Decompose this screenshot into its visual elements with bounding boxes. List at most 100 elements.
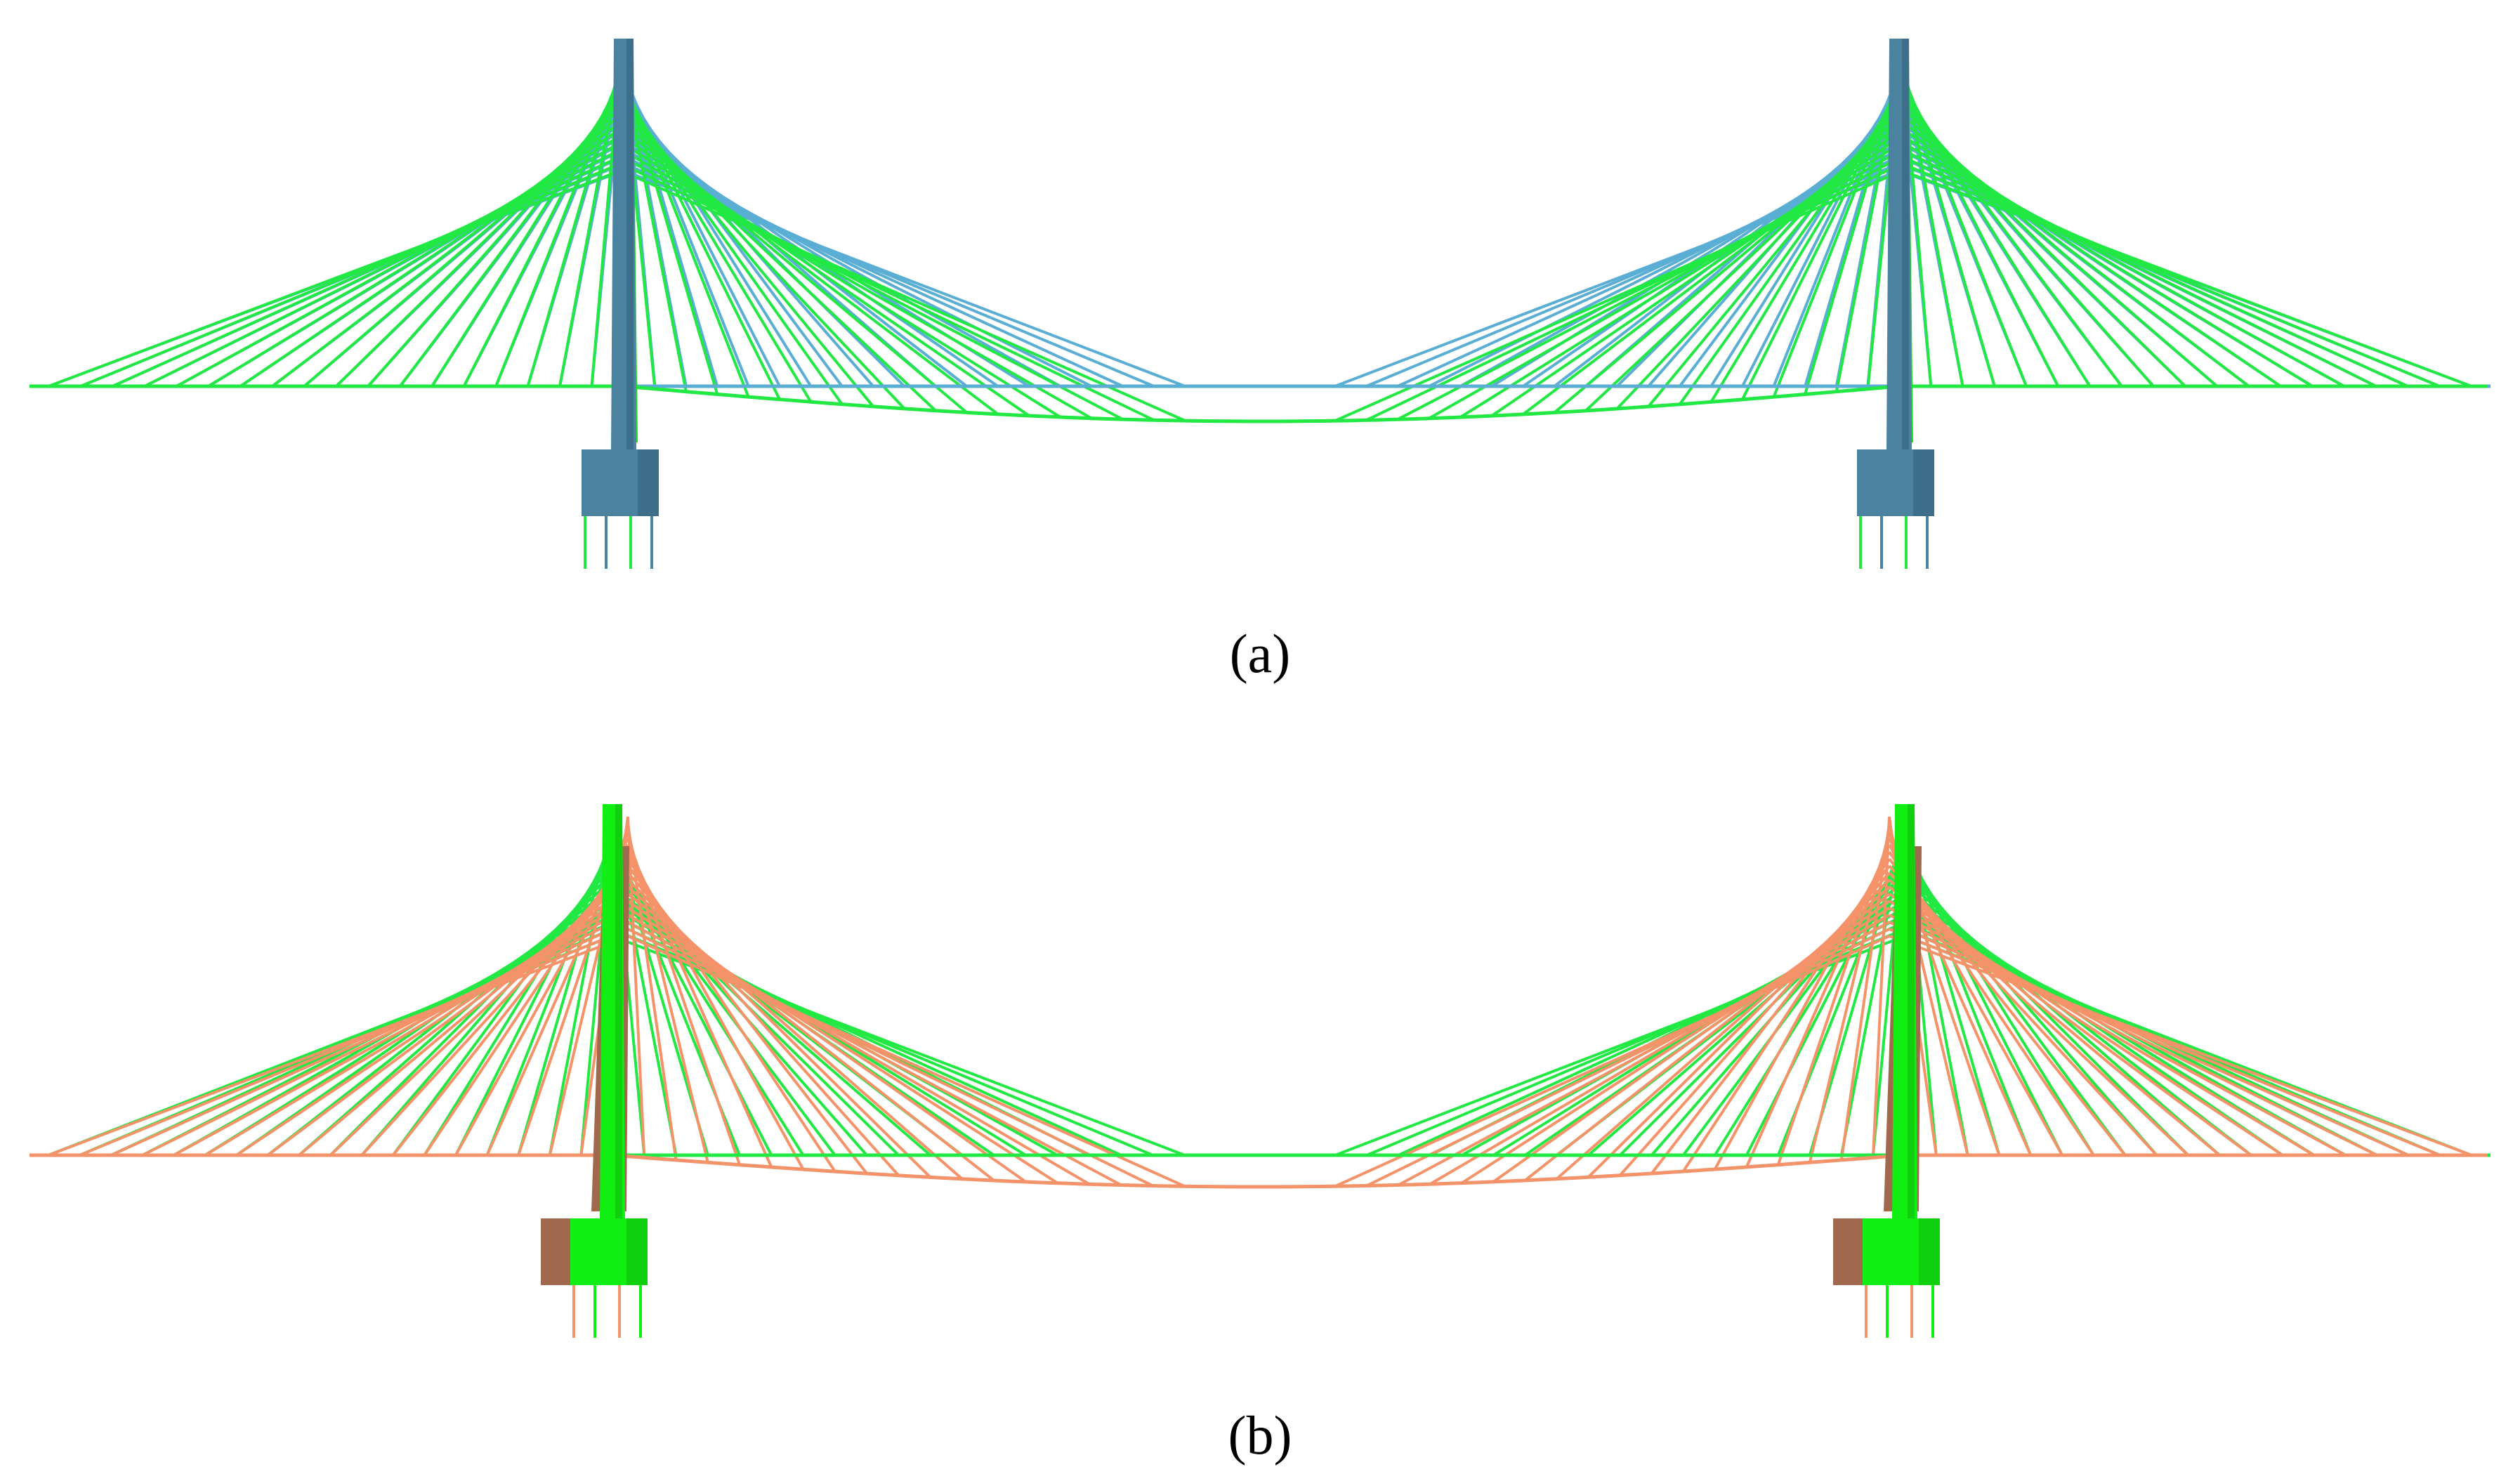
undeformed-right-outer-cable [1903,886,2252,1157]
deformed-right-inner-cable [1556,886,1891,1180]
deformed-right-outer-cable [1889,928,2441,1157]
panel-a: (a) [0,0,2520,702]
deformed-left-inner-cable [626,907,1058,1185]
deformed-right-inner-cable [1461,907,1891,1185]
right-pile-cap-shade [1913,449,1934,516]
caption-a: (a) [1229,623,1291,684]
deformed-right-inner-cable [1584,113,1903,412]
deformed-right-inner-cable [1334,935,1890,1188]
caption-b: (b) [1228,1404,1292,1466]
deformed-right-inner-cable [1397,155,1903,421]
deformed-left-outer-cable [176,141,622,388]
deformed-right-inner-cable [1428,148,1903,420]
left-pile-cap-shade [638,449,659,516]
deformed-left-inner-cable [627,928,1154,1188]
deformed-left-outer-cable [204,900,629,1157]
deformed-right-outer-cable [1888,879,2221,1157]
deformed-left-inner-cable [619,141,1061,419]
deformed-right-inner-cable [1365,162,1903,422]
deformed-left-inner-cable [619,127,999,416]
undeformed-left-inner-cable [612,921,1122,1157]
deformed-right-inner-cable [1871,816,1891,1158]
deformed-left-outer-cable [48,935,629,1157]
right-tower-shade [1902,39,1909,449]
deformed-left-outer-cable [110,921,629,1157]
deformed-right-outer-cable [1888,886,2252,1157]
deformed-right-inner-cable [1492,900,1891,1183]
deformed-left-outer-cable [80,162,622,388]
undeformed-left-inner-cable [623,141,1061,388]
left-pile-cap-shade [626,1218,648,1285]
deformed-left-inner-cable [620,155,1124,421]
deformed-left-outer-cable [112,155,622,388]
right-pile-cap-shade [1919,1218,1940,1285]
deformed-right-outer-cable [1901,169,2472,388]
deformed-left-outer-cable [207,134,622,388]
deformed-left-outer-cable [48,169,622,388]
deformed-right-outer-cable [1888,900,2315,1157]
undeformed-right-inner-cable [1459,141,1900,388]
deformed-right-outer-cable [1901,148,2377,388]
deformed-right-outer-cable [1901,120,2250,388]
undeformed-left-inner-cable [622,106,906,388]
deformed-left-inner-cable [626,893,995,1182]
bridge-model-a [29,39,2491,569]
deformed-left-inner-cable [626,914,1091,1185]
left-tower-shade [626,39,634,449]
deformed-left-outer-cable [79,928,629,1157]
undeformed-right-inner-cable [1398,921,1905,1157]
deformed-left-inner-cable [620,169,1186,422]
deformed-right-outer-cable [1889,935,2472,1157]
deformed-right-inner-cable [1524,893,1891,1182]
deck-deformed [29,384,2488,423]
deformed-right-inner-cable [1490,134,1903,417]
undeformed-left-outer-cable [298,879,614,1157]
undeformed-right-outer-cable [1903,879,2221,1157]
undeformed-right-inner-cable [1615,106,1901,388]
deformed-left-inner-cable [619,113,937,412]
deformed-left-inner-cable [619,134,1030,417]
deformed-left-outer-cable [271,120,622,388]
deformed-right-outer-cable [1901,106,2186,388]
deformed-right-outer-cable [1901,134,2314,388]
deformed-right-outer-cable [1901,113,2218,388]
deformed-left-inner-cable [620,162,1155,422]
deformed-left-inner-cable [627,921,1122,1187]
deformed-left-outer-cable [298,879,629,1157]
deformed-right-inner-cable [1398,921,1890,1187]
deck-deformed [29,1153,2488,1189]
deformed-right-inner-cable [1459,141,1903,419]
deformed-left-inner-cable [626,886,964,1180]
deformed-left-outer-cable [235,893,629,1157]
deformed-right-outer-cable [1888,893,2284,1157]
left-tower-shade [615,804,622,1218]
deformed-left-outer-cable [239,127,622,388]
deformed-right-inner-cable [1366,928,1890,1188]
deformed-left-inner-cable [627,935,1186,1188]
deformed-left-outer-cable [266,886,629,1157]
deformed-left-inner-cable [626,816,646,1158]
deformed-right-inner-cable [1429,914,1891,1185]
deformed-right-outer-cable [1889,921,2410,1157]
deformed-left-inner-cable [620,148,1093,420]
deformed-right-outer-cable [1901,141,2345,388]
deformed-right-outer-cable [1901,155,2409,388]
bridge-model-b [29,804,2491,1338]
deformed-right-inner-cable [1522,127,1903,416]
deformed-left-outer-cable [143,148,622,388]
undeformed-left-outer-cable [266,886,614,1157]
deformed-right-outer-cable [1889,907,2347,1157]
deformed-left-outer-cable [335,106,622,388]
right-tower-shade [1908,804,1915,1218]
deformed-left-inner-cable [619,120,968,414]
deformed-left-outer-cable [303,113,622,388]
deformed-left-outer-cable [141,914,629,1157]
deformed-right-outer-cable [1889,914,2378,1157]
panel-b: (b) [0,762,2520,1467]
deformed-left-outer-cable [173,907,629,1157]
deformed-right-outer-cable [1901,162,2441,388]
deformed-right-inner-cable [1553,120,1903,414]
deformed-right-inner-cable [1334,169,1903,423]
deformed-right-outer-cable [1901,127,2282,388]
deformed-left-inner-cable [626,900,1027,1183]
